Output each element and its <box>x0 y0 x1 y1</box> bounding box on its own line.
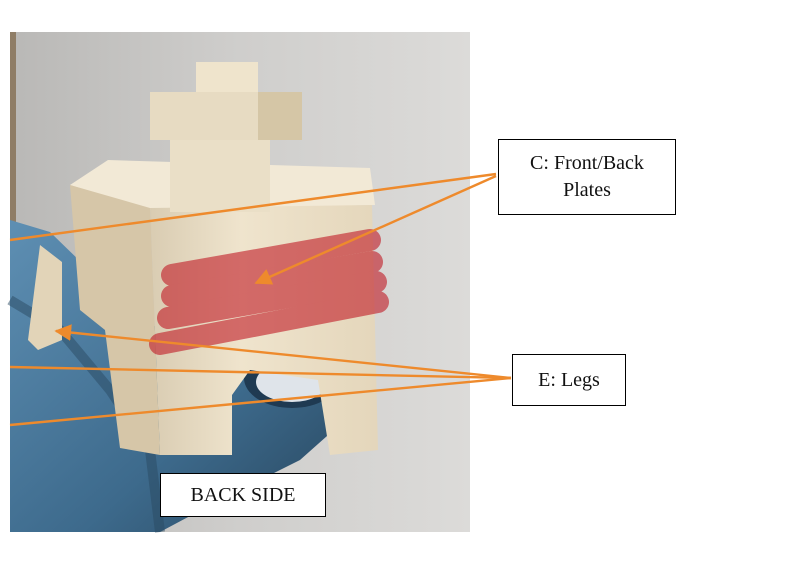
arrow-e-leg <box>54 324 512 380</box>
arrow-e-mid <box>9 365 512 380</box>
label-back-text: BACK SIDE <box>190 484 296 506</box>
callout-lines <box>9 172 512 427</box>
cross-stem-shadow <box>258 92 302 140</box>
arrow-c-plate <box>254 174 497 285</box>
stem-side-face <box>70 185 160 455</box>
stem-post <box>170 140 270 212</box>
label-c-line2: Plates <box>563 179 611 201</box>
label-c-line1: C: Front/Back <box>530 152 644 174</box>
label-legs: E: Legs <box>512 354 626 406</box>
stem-left-leg <box>28 245 62 350</box>
arrow-c-left <box>9 172 497 242</box>
label-front-back-plates: C: Front/Back Plates <box>498 139 676 215</box>
label-e-text: E: Legs <box>538 369 600 391</box>
label-back-side: BACK SIDE <box>160 473 326 517</box>
arrow-e-low <box>9 376 512 427</box>
